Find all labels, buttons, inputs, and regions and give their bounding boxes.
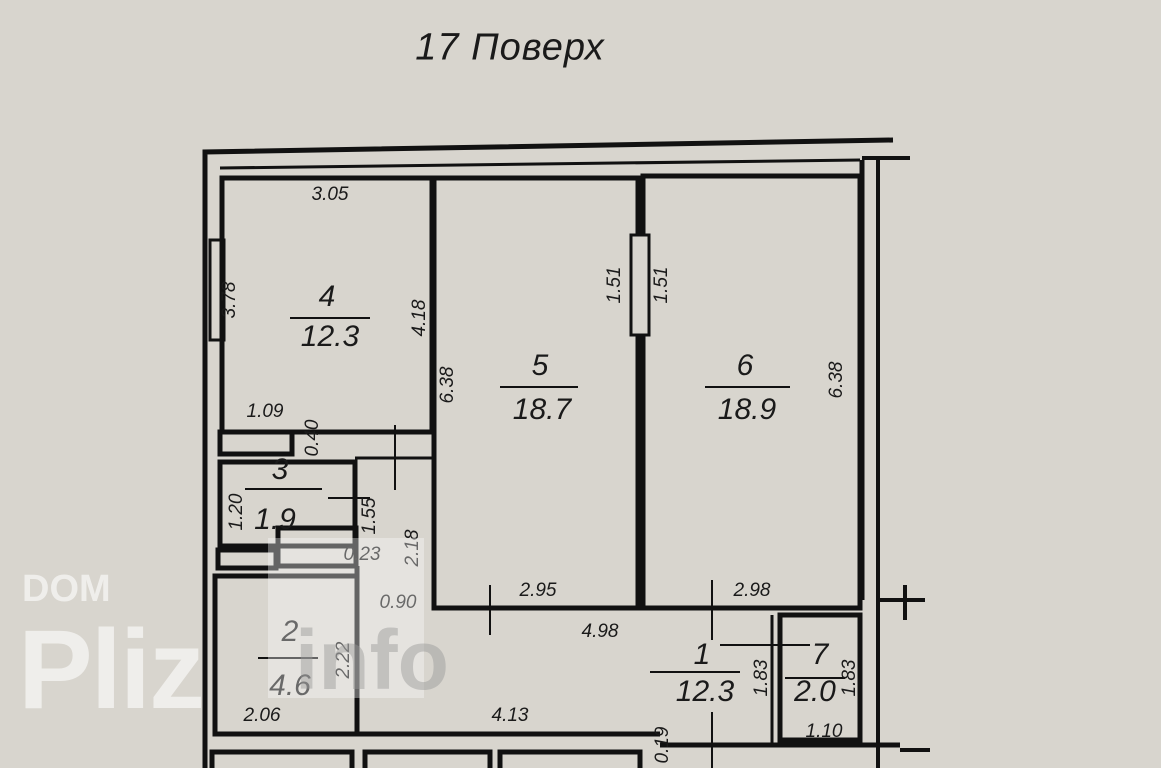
dim-label: 3.05	[311, 184, 349, 205]
dim-label: 4.98	[581, 621, 619, 642]
room-2-number: 2	[281, 615, 299, 648]
watermark-dom: DOM	[22, 568, 111, 610]
room-7-area: 2.0	[794, 675, 836, 708]
room-3-area: 1.9	[254, 503, 296, 536]
dim-label: 4.13	[491, 705, 529, 726]
dim-label: 0.90	[379, 592, 417, 613]
room-4-number: 4	[318, 280, 336, 313]
room-2-area: 4.6	[269, 669, 311, 702]
dim-label: 0.40	[302, 419, 323, 457]
dim-label: 3.78	[219, 281, 240, 319]
dim-label: 2.06	[243, 705, 281, 726]
dim-label: 0.19	[652, 726, 673, 764]
room-6-area: 18.9	[717, 393, 777, 426]
room-6-number: 6	[736, 349, 754, 382]
dim-label: 1.51	[651, 266, 672, 304]
room-3-number: 3	[271, 453, 289, 486]
room-1-area: 12.3	[675, 675, 735, 708]
dim-label: 0.23	[343, 544, 381, 565]
room-5-area: 18.7	[512, 393, 572, 426]
dim-label: 1.83	[751, 659, 772, 697]
dim-label: 1.51	[604, 266, 625, 304]
dim-label: 2.95	[519, 580, 557, 601]
dim-label: 1.83	[839, 659, 860, 697]
dim-label: 6.38	[826, 361, 847, 399]
room-1-number: 1	[693, 638, 711, 671]
watermark-brand: Pliz	[18, 607, 205, 732]
dim-label: 1.10	[805, 721, 843, 742]
dim-label: 6.38	[437, 366, 458, 404]
watermark-box	[268, 538, 424, 698]
dim-label: 1.09	[246, 401, 284, 422]
room-7-number: 7	[811, 638, 829, 671]
room-4-area: 12.3	[300, 320, 360, 353]
dim-label: 1.20	[226, 493, 247, 531]
dim-label: 4.18	[409, 299, 430, 337]
room-5-number: 5	[531, 349, 549, 382]
dim-label: 1.55	[359, 497, 380, 535]
floor-title: 17 Поверх	[415, 26, 605, 69]
watermark-suffix: info	[295, 613, 449, 707]
dim-label: 2.98	[733, 580, 771, 601]
